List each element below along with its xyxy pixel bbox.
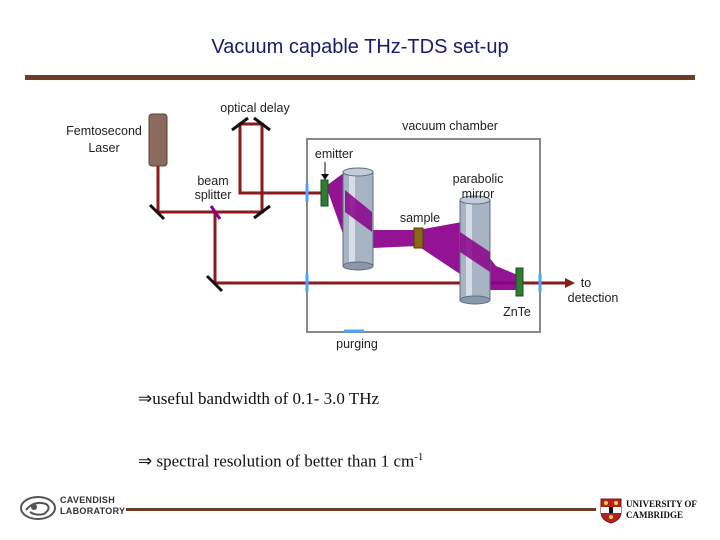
bullet-bandwidth: ⇒useful bandwidth of 0.1- 3.0 THz: [138, 389, 379, 409]
label-beam-splitter-2: splitter: [195, 188, 232, 202]
page-title: Vacuum capable THz-TDS set-up: [211, 36, 509, 58]
cambridge-line-1: UNIVERSITY OF: [626, 499, 697, 509]
mirrors: [148, 116, 271, 293]
label-to-detection-2: detection: [568, 291, 619, 305]
femtosecond-laser: [148, 113, 168, 167]
cambridge-crest-icon: [600, 498, 622, 524]
sample-element: [413, 227, 424, 249]
label-parabolic-mirror-1: parabolic: [453, 172, 504, 186]
bottom-divider: [126, 508, 596, 511]
label-laser-2: Laser: [88, 141, 119, 155]
label-purging: purging: [336, 337, 378, 351]
label-laser-1: Femtosecond: [66, 124, 142, 138]
label-optical-delay: optical delay: [220, 101, 290, 115]
label-to-detection-1: to: [581, 276, 591, 290]
bullet-resolution: ⇒ spectral resolution of better than 1 c…: [138, 451, 423, 472]
beam-splitter-element: [209, 205, 222, 220]
label-beam-splitter-1: beam: [197, 174, 228, 188]
implies-icon: ⇒: [138, 389, 153, 408]
cambridge-text: UNIVERSITY OF CAMBRIDGE: [626, 499, 697, 521]
znte-element: [515, 267, 524, 297]
cambridge-line-2: CAMBRIDGE: [626, 510, 684, 520]
emitter-element: [320, 179, 329, 207]
cavendish-laboratory-text: CAVENDISH LABORATORY: [60, 495, 125, 517]
bullet-text: useful bandwidth of 0.1- 3.0 THz: [152, 389, 380, 408]
label-vacuum-chamber: vacuum chamber: [402, 119, 498, 133]
top-divider: [25, 75, 695, 80]
thz-setup-diagram: Femtosecond Laser optical delay vacuum c…: [66, 101, 619, 351]
detection-arrow: [565, 278, 575, 288]
implies-icon: ⇒: [138, 451, 153, 471]
cavendish-line-2: LABORATORY: [60, 506, 126, 516]
cavendish-line-1: CAVENDISH: [60, 495, 116, 505]
label-emitter: emitter: [315, 147, 353, 161]
bullet-text: spectral resolution of better than 1 cm: [152, 451, 415, 471]
cavendish-logo-icon: [20, 496, 56, 520]
label-znte: ZnTe: [503, 305, 531, 319]
bullet-superscript: -1: [414, 451, 424, 463]
vacuum-chamber-box: [306, 138, 541, 333]
chamber-windows: [305, 184, 542, 333]
label-sample: sample: [400, 211, 440, 225]
label-parabolic-mirror-2: mirror: [462, 187, 495, 201]
